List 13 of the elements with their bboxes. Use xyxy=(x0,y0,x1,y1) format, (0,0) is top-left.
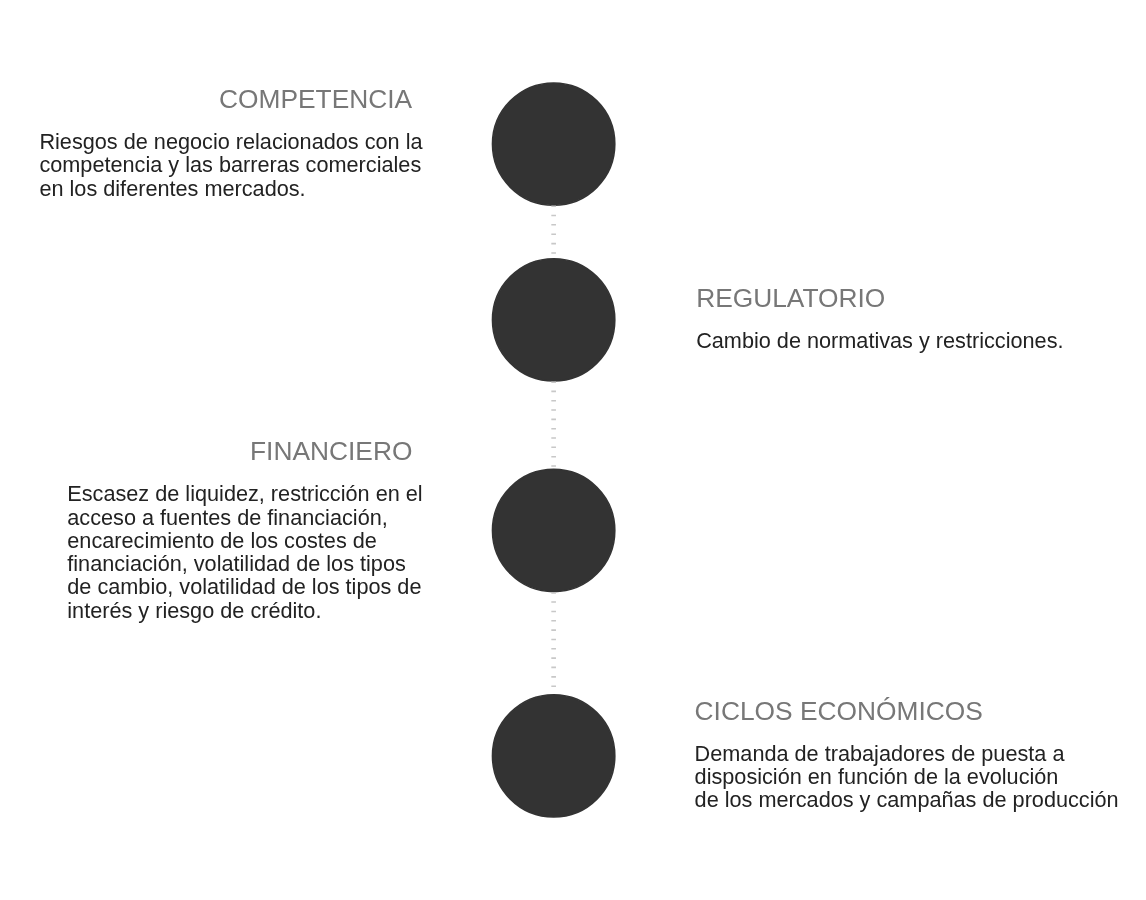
node-label: FINANCIERO xyxy=(250,436,413,467)
node-label: Cambio de normativas y restricciones. xyxy=(696,328,1064,354)
node-circle xyxy=(491,693,616,818)
node-label: Demanda de trabajadores de puesta a disposición en función de la evolución de los mercados y campañas de producción xyxy=(694,740,1119,813)
node-label: CICLOS ECONÓMICOS xyxy=(694,695,983,726)
node-circle xyxy=(491,82,616,207)
node-circle xyxy=(491,468,616,593)
node-label: COMPETENCIA xyxy=(219,83,413,114)
node-label: REGULATORIO xyxy=(696,282,886,313)
node-label: Riesgos de negocio relacionados con la competencia y las barreras comerciales en los diferentes mercados. xyxy=(39,129,423,201)
node-label: Escasez de liquidez, restricción en el acceso a fuentes de financiación, encarecimiento de los costes de financiación, volatilidad de los tipos de cambio, volatilidad de los tipos de interés y riesgo de crédito. xyxy=(67,481,423,623)
node-circle xyxy=(491,257,616,382)
connector xyxy=(551,381,556,470)
